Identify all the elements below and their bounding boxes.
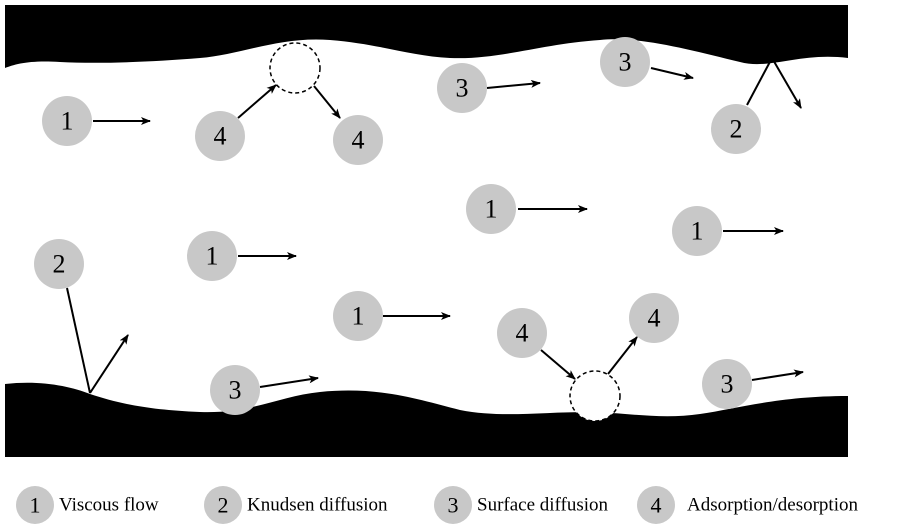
- molecule: 4: [629, 293, 679, 343]
- surface-diffusion-arrow: [259, 375, 319, 388]
- desorption-arrow: [313, 85, 341, 119]
- svg-text:Surface diffusion: Surface diffusion: [477, 495, 609, 516]
- molecule: 3: [437, 63, 487, 113]
- svg-text:1: 1: [30, 493, 41, 518]
- molecule: 4: [497, 308, 547, 358]
- knudsen-incident-line: [66, 287, 91, 394]
- svg-text:3: 3: [721, 370, 734, 399]
- molecule: 1: [187, 231, 237, 281]
- svg-text:1: 1: [691, 217, 704, 246]
- svg-text:2: 2: [53, 250, 66, 279]
- adsorption-site-top: [269, 42, 321, 94]
- svg-text:2: 2: [218, 493, 229, 518]
- molecule: 3: [702, 359, 752, 409]
- molecule: 1: [466, 184, 516, 234]
- svg-text:1: 1: [206, 242, 219, 271]
- legend: 1 Viscous flow 2 Knudsen diffusion 3 Sur…: [16, 486, 858, 524]
- legend-item-surface-diffusion: 3 Surface diffusion: [434, 486, 609, 524]
- knudsen-reflect-arrow: [771, 57, 802, 109]
- molecule: 4: [333, 115, 383, 165]
- adsorption-arrow: [237, 84, 277, 119]
- surface-diffusion-arrow: [751, 369, 804, 381]
- molecule: 4: [195, 111, 245, 161]
- svg-text:4: 4: [214, 122, 227, 151]
- knudsen-incident-line: [746, 57, 773, 106]
- surface-diffusion-arrow: [486, 79, 541, 89]
- adsorption-arrow: [540, 349, 576, 380]
- molecule: 1: [333, 291, 383, 341]
- svg-text:1: 1: [61, 107, 74, 136]
- svg-text:3: 3: [456, 74, 469, 103]
- bottom-pore-wall: [5, 382, 848, 457]
- molecules: 1 4 4 3 3 2 1 1 2 1 1 4 4 3 3: [34, 37, 761, 415]
- molecule: 3: [600, 37, 650, 87]
- svg-text:2: 2: [730, 115, 743, 144]
- svg-text:3: 3: [229, 376, 242, 405]
- surface-diffusion-arrow: [650, 67, 694, 80]
- svg-text:Adsorption/desorption: Adsorption/desorption: [687, 495, 858, 516]
- molecule: 2: [34, 239, 84, 289]
- molecule: 3: [210, 365, 260, 415]
- legend-item-viscous-flow: 1 Viscous flow: [16, 486, 159, 524]
- svg-text:1: 1: [485, 195, 498, 224]
- svg-text:4: 4: [516, 319, 529, 348]
- top-pore-wall: [5, 5, 848, 68]
- svg-text:4: 4: [648, 304, 661, 333]
- svg-text:Knudsen diffusion: Knudsen diffusion: [247, 495, 388, 516]
- legend-item-knudsen-diffusion: 2 Knudsen diffusion: [204, 486, 388, 524]
- svg-text:3: 3: [448, 493, 459, 518]
- svg-text:4: 4: [352, 126, 365, 155]
- svg-text:Viscous flow: Viscous flow: [59, 495, 159, 516]
- svg-text:4: 4: [651, 493, 662, 518]
- adsorption-site-bottom: [569, 370, 621, 422]
- knudsen-reflect-arrow: [89, 334, 129, 394]
- svg-text:3: 3: [619, 48, 632, 77]
- legend-item-adsorption-desorption: 4 Adsorption/desorption: [637, 486, 858, 524]
- desorption-arrow: [607, 336, 638, 375]
- svg-text:1: 1: [352, 302, 365, 331]
- arrows: [66, 57, 804, 394]
- molecule: 2: [711, 104, 761, 154]
- molecule: 1: [672, 206, 722, 256]
- molecule: 1: [42, 96, 92, 146]
